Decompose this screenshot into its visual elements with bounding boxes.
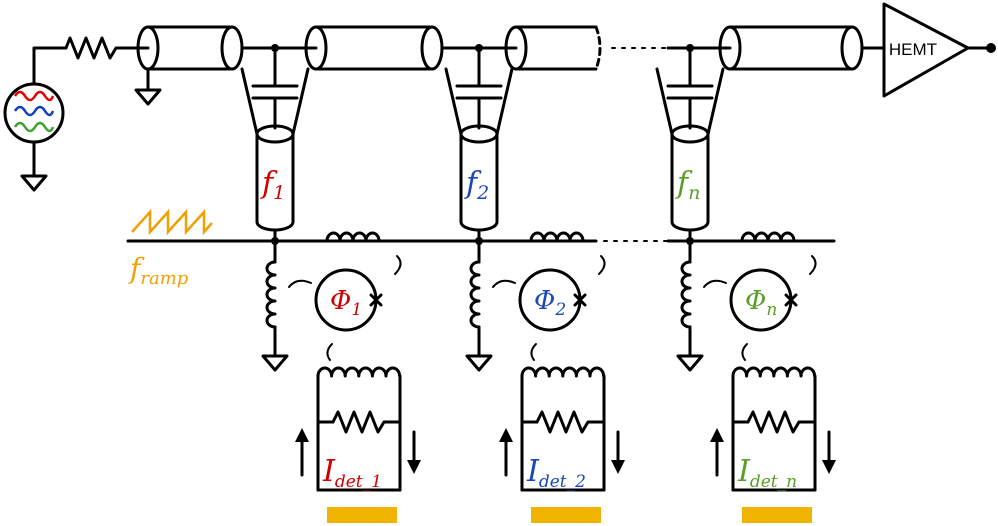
flux-subscript: n — [766, 300, 777, 320]
ground-symbol — [261, 354, 289, 372]
current-symbol: I — [526, 454, 540, 489]
flux-symbol: Φ — [330, 286, 351, 316]
detector-current-label: Idet_n — [737, 454, 797, 492]
resonator-subscript: n — [688, 182, 700, 204]
current-symbol: I — [737, 454, 751, 489]
flux-label: Φn — [745, 286, 777, 320]
coupling-arrow — [288, 279, 312, 288]
resonator-subscript: 2 — [476, 182, 489, 204]
josephson-junction-icon — [369, 293, 383, 307]
flux-label: Φ1 — [330, 286, 362, 320]
detector-current-label: Idet_1 — [322, 454, 382, 492]
detector-absorber — [531, 507, 601, 523]
detector-inductor — [731, 366, 817, 378]
source-wave-green — [13, 121, 55, 133]
flux-symbol: Φ — [534, 286, 555, 316]
coupling-arrow — [598, 255, 606, 275]
hemt-amplifier: HEMT — [882, 2, 996, 98]
flux-symbol: Φ — [745, 286, 766, 316]
flux-label: Φ2 — [534, 286, 566, 320]
flux-subscript: 2 — [554, 300, 566, 320]
coupling-arrow — [492, 279, 516, 288]
shunt-resistor — [746, 410, 817, 434]
josephson-junction-icon — [573, 293, 587, 307]
ramp-label: framp — [128, 252, 189, 289]
josephson-junction-icon — [784, 293, 798, 307]
coupling-arrow — [741, 343, 748, 361]
signal-source — [3, 36, 138, 192]
flux-subscript: 1 — [351, 300, 362, 320]
ground-symbol — [465, 354, 493, 372]
flux-ramp-line: framp — [126, 208, 836, 289]
ramp-subscript: ramp — [140, 268, 188, 289]
ground-inductor — [469, 260, 481, 329]
detector-absorber — [327, 507, 397, 523]
hemt-label: HEMT — [889, 40, 937, 59]
coupling-arrow — [809, 255, 817, 275]
current-subscript: det_1 — [335, 472, 382, 492]
source-wave-blue — [13, 105, 55, 117]
resonator-label: fn — [675, 166, 700, 204]
shunt-resistor — [535, 410, 606, 434]
ground-symbol — [676, 354, 704, 372]
ramp-sawtooth-icon — [131, 208, 213, 236]
ground-inductor — [265, 260, 277, 329]
current-subscript: det_n — [750, 472, 797, 492]
ground-inductor — [680, 260, 692, 329]
shunt-resistor — [331, 410, 402, 434]
current-symbol: I — [322, 454, 336, 489]
detector-current-label: Idet_2 — [526, 454, 586, 492]
coupling-arrow — [326, 343, 333, 361]
coupling-arrow — [530, 343, 537, 361]
detector-inductor — [316, 366, 402, 378]
coupling-arrow — [394, 255, 402, 275]
detector-absorber — [742, 507, 812, 523]
resonator-label: f1 — [260, 166, 285, 204]
transmission-line — [134, 25, 886, 106]
current-subscript: det_2 — [539, 472, 586, 492]
resonator-label: f2 — [464, 166, 489, 204]
detector-inductor — [520, 366, 606, 378]
source-wave-red — [13, 90, 55, 102]
resonator-subscript: 1 — [273, 182, 285, 204]
coupling-arrow — [703, 279, 727, 288]
